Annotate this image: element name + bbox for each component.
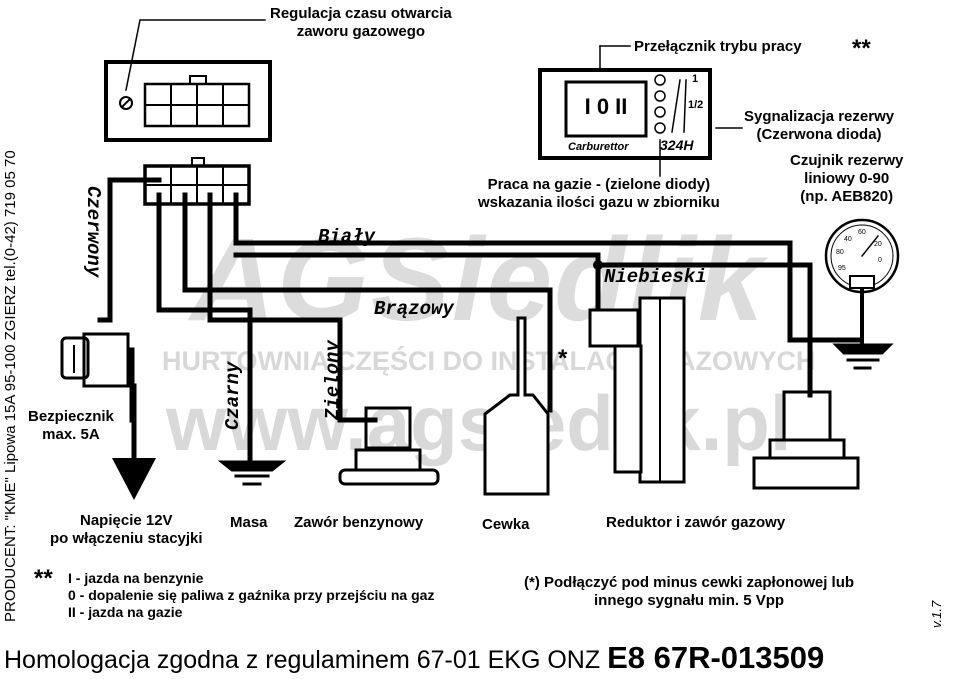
- wire-brown-label: Brązowy: [374, 298, 454, 320]
- svg-text:0: 0: [878, 257, 882, 264]
- switch-title: Przełącznik trybu pracy: [634, 38, 802, 55]
- ground-icon: [217, 460, 287, 486]
- double-star: **: [852, 35, 871, 62]
- legend-marker: **: [34, 565, 53, 592]
- petrol-valve: [338, 406, 440, 486]
- wire-black-label: Czarny: [222, 361, 244, 430]
- watermark-url: www.agsiedlik.pl: [166, 379, 792, 467]
- version-text: v.1.7: [929, 600, 944, 628]
- main-connector: [143, 157, 251, 206]
- wire-red-label: Czerwony: [82, 186, 104, 278]
- svg-text:95: 95: [838, 265, 846, 272]
- scale-half: 1/2: [688, 99, 703, 111]
- coil-label: Cewka: [482, 516, 530, 533]
- voltage-label: Napięcie 12V po włączeniu stacyjki: [50, 512, 203, 547]
- reducer-label: Reduktor i zawór gazowy: [606, 514, 786, 531]
- fuse-label: Bezpiecznik max. 5A: [28, 408, 114, 443]
- wire-green-label: Zielony: [322, 340, 344, 420]
- watermark-tagline: HURTOWNIA CZĘŚCI DO INSTALACJI GAZOWYCH: [162, 346, 816, 376]
- gas-work-label: Praca na gazie - (zielone diody) wskazan…: [478, 176, 720, 211]
- sensor-label: Czujnik rezerwy liniowy 0-90 (np. AEB820…: [790, 152, 904, 205]
- wire-blue-label: Niebieski: [604, 266, 707, 288]
- gauge-ticks: 60 40 80 95 20 0: [836, 229, 882, 272]
- coil-star: *: [558, 345, 568, 372]
- svg-text:20: 20: [874, 241, 882, 248]
- svg-text:40: 40: [844, 236, 852, 243]
- wires: [97, 177, 863, 463]
- note: (*) Podłączyć pod minus cewki zapłonowej…: [524, 574, 855, 609]
- sensor-ground-icon: [832, 288, 894, 370]
- gas-valve: [752, 390, 860, 490]
- reserve-signal-label: Sygnalizacja rezerwy (Czerwona dioda): [744, 108, 895, 143]
- switch-model: 324H: [660, 137, 694, 153]
- timing-title: Regulacja czasu otwarcia zaworu gazowego: [270, 5, 452, 40]
- producer-text: PRODUCENT: "KME" Lipowa 15A 95-100 ZGIER…: [2, 150, 19, 622]
- reducer: [588, 296, 686, 484]
- voltage-arrow-icon: [112, 458, 156, 500]
- petrol-valve-label: Zawór benzynowy: [294, 514, 424, 531]
- reserve-sensor-gauge: [824, 218, 900, 294]
- legend: I - jazda na benzynie 0 - dopalenie się …: [68, 570, 435, 620]
- timing-regulator-module: [104, 60, 272, 142]
- switch-brand: Carburettor: [568, 141, 629, 153]
- homologation: Homologacja zgodna z regulaminem 67-01 E…: [4, 640, 825, 675]
- mode-switch-panel: [538, 45, 743, 177]
- switch-positions: I 0 II: [585, 94, 628, 119]
- svg-text:60: 60: [858, 229, 866, 236]
- ground-label: Masa: [230, 514, 268, 531]
- wire-white-label: Biały: [318, 226, 376, 248]
- svg-text:80: 80: [836, 249, 844, 256]
- ignition-coil: [483, 316, 550, 496]
- scale-full: 1: [692, 73, 698, 85]
- fuse: [60, 332, 130, 388]
